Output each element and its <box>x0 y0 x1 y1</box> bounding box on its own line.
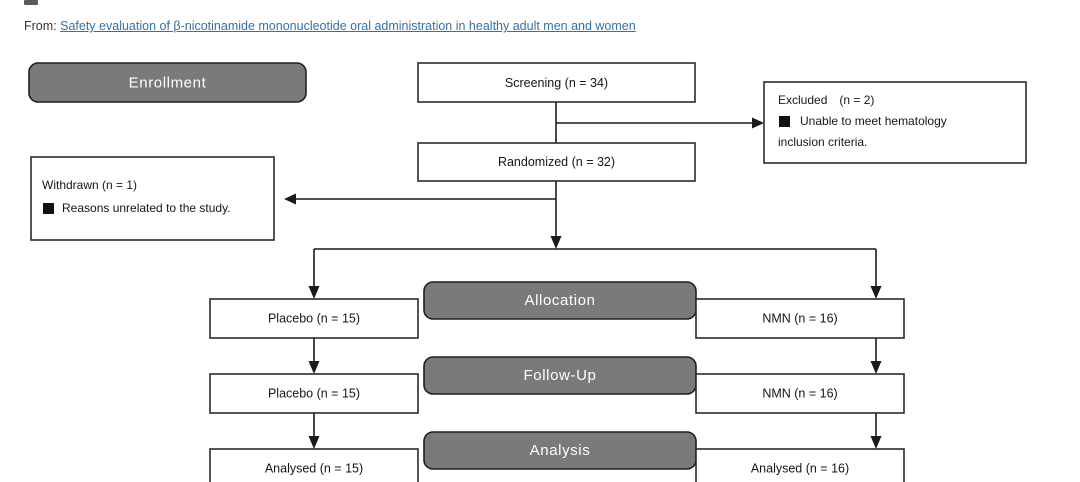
analysed-placebo-box-shape <box>209 448 419 482</box>
allocation-placebo-box-shape <box>209 298 419 339</box>
withdrawn-heading: Withdrawn (n = 1) <box>42 178 137 192</box>
node-randomized[interactable]: Randomized (n = 32) <box>417 142 696 182</box>
analysis-banner-label: Analysis <box>530 442 591 459</box>
node-analysed-placebo[interactable]: Analysed (n = 15) <box>209 448 419 482</box>
followup-banner-label: Follow-Up <box>524 367 597 384</box>
screening-label: Screening (n = 34) <box>505 76 608 90</box>
analysed-nmn-label: Analysed (n = 16) <box>751 461 849 475</box>
arrowhead-alloc-placebo <box>308 286 320 299</box>
randomized-label: Randomized (n = 32) <box>498 155 615 169</box>
arrowhead-randomized-split <box>550 236 562 249</box>
withdrawn-box-shape <box>30 156 275 241</box>
from-label: From: <box>24 19 57 33</box>
followup-placebo-label: Placebo (n = 15) <box>268 386 360 400</box>
allocation-banner-label: Allocation <box>524 292 595 309</box>
stage-banner-followup[interactable]: Follow-Up <box>423 356 697 395</box>
note-excluded[interactable]: Excluded (n = 2) Unable to meet hematolo… <box>763 81 1027 164</box>
arrowhead-analysed-nmn <box>870 436 882 449</box>
arrowhead-followup-nmn <box>870 361 882 374</box>
node-allocation-nmn[interactable]: NMN (n = 16) <box>695 298 905 339</box>
followup-nmn-box-shape <box>695 373 905 414</box>
stage-banner-analysis[interactable]: Analysis <box>423 431 697 470</box>
node-followup-nmn[interactable]: NMN (n = 16) <box>695 373 905 414</box>
allocation-nmn-label: NMN (n = 16) <box>762 311 837 325</box>
stage-banner-enrollment[interactable]: Enrollment <box>28 62 307 103</box>
node-analysed-nmn[interactable]: Analysed (n = 16) <box>695 448 905 482</box>
consort-flow-diagram: Enrollment Allocation Follow-Up Analysis… <box>0 44 1080 482</box>
note-withdrawn[interactable]: Withdrawn (n = 1) Reasons unrelated to t… <box>30 156 275 241</box>
randomized-box-shape <box>417 142 696 182</box>
allocation-nmn-box-shape <box>695 298 905 339</box>
excluded-line-2: inclusion criteria. <box>778 135 867 149</box>
flow-diagram-svg: Enrollment Allocation Follow-Up Analysis… <box>28 62 1027 482</box>
excluded-bullet-square-icon <box>779 116 790 127</box>
analysed-placebo-label: Analysed (n = 15) <box>265 461 363 475</box>
cropped-top-glyph <box>24 0 38 5</box>
node-screening[interactable]: Screening (n = 34) <box>417 62 696 103</box>
arrowhead-to-excluded <box>752 117 764 129</box>
followup-nmn-label: NMN (n = 16) <box>762 386 837 400</box>
arrowhead-analysed-placebo <box>308 436 320 449</box>
source-citation: From: Safety evaluation of β-nicotinamid… <box>24 18 636 34</box>
enrollment-banner-label: Enrollment <box>129 74 207 91</box>
node-allocation-placebo[interactable]: Placebo (n = 15) <box>209 298 419 339</box>
withdrawn-bullet-square-icon <box>43 203 54 214</box>
excluded-heading: Excluded (n = 2) <box>778 93 874 107</box>
followup-placebo-box-shape <box>209 373 419 414</box>
source-article-link[interactable]: Safety evaluation of β-nicotinamide mono… <box>60 19 636 33</box>
enrollment-banner-shape <box>28 62 307 103</box>
excluded-line-1: Unable to meet hematology <box>800 114 947 128</box>
analysed-nmn-box-shape <box>695 448 905 482</box>
excluded-box-shape <box>763 81 1027 164</box>
arrowhead-to-withdrawn <box>284 193 296 205</box>
arrowhead-alloc-nmn <box>870 286 882 299</box>
arrowhead-followup-placebo <box>308 361 320 374</box>
withdrawn-line-1: Reasons unrelated to the study. <box>62 201 231 215</box>
allocation-placebo-label: Placebo (n = 15) <box>268 311 360 325</box>
node-followup-placebo[interactable]: Placebo (n = 15) <box>209 373 419 414</box>
screening-box-shape <box>417 62 696 103</box>
stage-banner-allocation[interactable]: Allocation <box>423 281 697 320</box>
